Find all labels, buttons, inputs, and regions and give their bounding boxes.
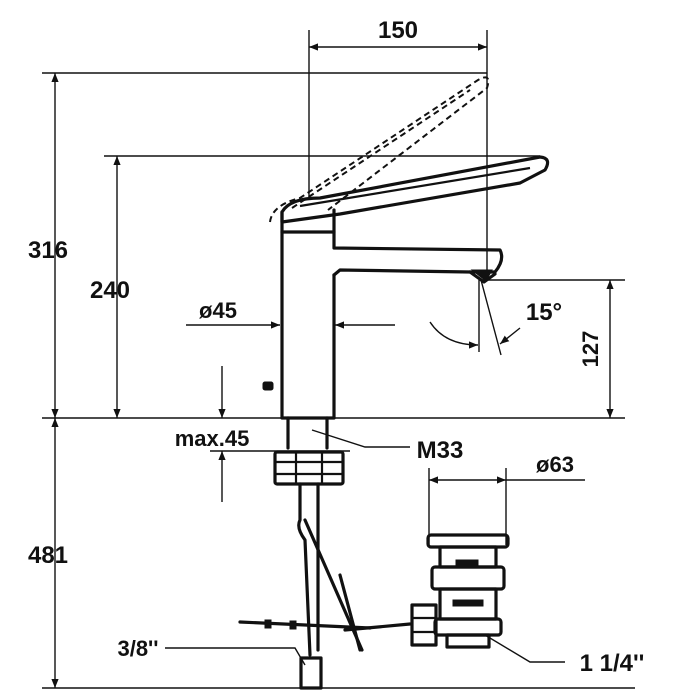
faucet-body (262, 76, 550, 420)
waste-connection-label: 1 1/4'' (580, 650, 645, 677)
dimension-diameter-45-label: ø45 (199, 298, 237, 323)
supply-connection-label: 3/8'' (117, 636, 158, 661)
dimension-127-label: 127 (578, 331, 603, 368)
dimension-diameter-63-label: ø63 (536, 452, 574, 477)
dimension-max-45-label: max.45 (175, 426, 250, 451)
dimension-lines (42, 30, 635, 689)
angle-15-label: 15° (526, 299, 562, 326)
waste-drain (410, 533, 510, 649)
mounting-assembly (238, 416, 412, 690)
dimension-150-label: 150 (378, 17, 418, 44)
thread-m33-label: M33 (417, 437, 464, 464)
dimension-316-label: 316 (28, 237, 68, 264)
dimension-481-label: 481 (28, 542, 68, 569)
dimension-240-label: 240 (90, 277, 130, 304)
